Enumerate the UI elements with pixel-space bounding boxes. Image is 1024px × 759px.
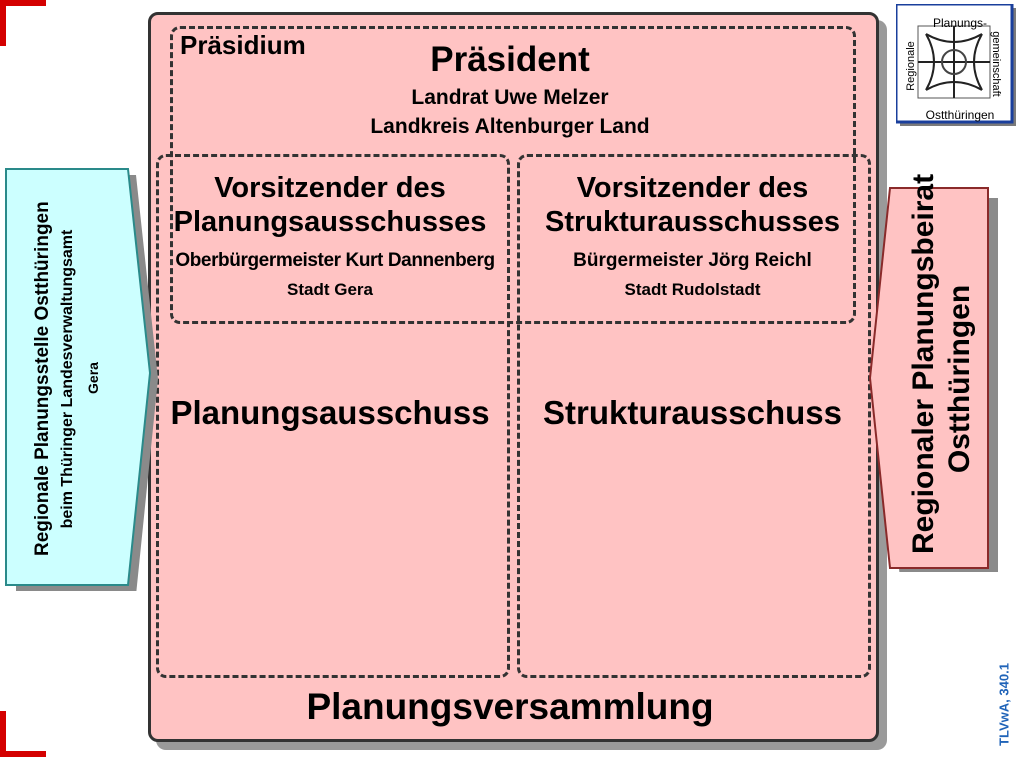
- planning-chair-city: Stadt Gera: [287, 280, 373, 299]
- structure-committee-box: [517, 154, 871, 678]
- planning-chair-title-line1: Vorsitzender des: [214, 172, 446, 204]
- planning-office-line3: Gera: [85, 362, 101, 394]
- planning-committee-label: Planungsausschuss: [170, 394, 490, 431]
- planning-chair-name: Oberbürgermeister Kurt Dannenberg: [175, 250, 495, 271]
- planning-office-line2: beim Thüringer Landesverwaltungsamt: [59, 229, 76, 529]
- document-code-label: TLVwA, 340.1: [996, 663, 1012, 746]
- planning-chair-title-line2: Planungsausschusses: [173, 206, 487, 238]
- logo-text-top: Planungs-: [932, 16, 988, 30]
- structure-chair-title-line2: Strukturausschusses: [545, 206, 840, 238]
- planning-assembly-box: [148, 12, 879, 742]
- logo-text-right: gemeinschaft: [990, 31, 1002, 97]
- advisory-council-arrow-shape: [868, 187, 989, 569]
- planning-office-arrow-shape: [5, 168, 152, 586]
- motorway-interchange-icon: [917, 25, 991, 99]
- planning-office-line1: Regionale Planungsstelle Ostthüringen: [32, 201, 53, 556]
- advisory-council-arrow: [868, 187, 998, 572]
- planning-committee-box: [156, 154, 510, 678]
- planning-office-arrow: [5, 168, 158, 591]
- praesidium-label: Präsidium: [180, 30, 306, 60]
- planning-community-logo: [896, 4, 1016, 126]
- structure-chair-city: Stadt Rudolstadt: [624, 280, 761, 299]
- president-district: Landkreis Altenburger Land: [370, 115, 650, 138]
- advisory-council-line1: Regionaler Planungsbeirat: [907, 173, 940, 554]
- praesidium-box: [170, 26, 856, 324]
- structure-chair-name: Bürgermeister Jörg Reichl: [573, 250, 812, 271]
- structure-committee-label: Strukturausschuss: [543, 394, 842, 431]
- president-title: Präsident: [430, 40, 590, 79]
- corner-bracket-bottom-left: [0, 711, 46, 757]
- logo-text-left: Regionale: [905, 41, 917, 91]
- advisory-council-line2: Ostthüringen: [943, 284, 976, 474]
- corner-bracket-top-left: [0, 0, 46, 46]
- logo-text-bottom: Ostthüringen: [925, 108, 995, 122]
- president-name: Landrat Uwe Melzer: [411, 86, 609, 109]
- assembly-label: Planungsversammlung: [306, 686, 714, 727]
- structure-chair-title-line1: Vorsitzender des: [576, 172, 809, 204]
